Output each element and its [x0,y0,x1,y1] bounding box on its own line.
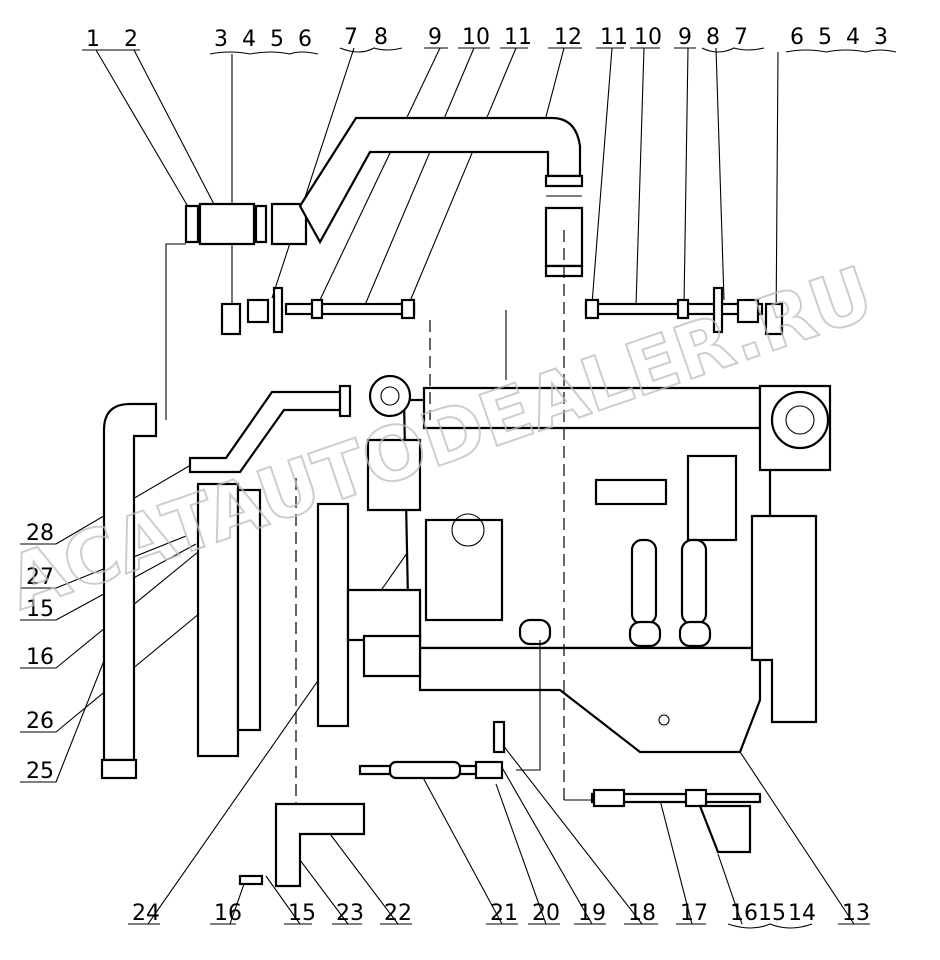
callout-8: 8 [374,25,388,50]
callout-18: 18 [628,901,656,926]
callout-10: 10 [462,25,490,50]
leader-lines [55,47,855,925]
callout-7: 7 [344,25,358,50]
callout-6: 6 [790,25,804,50]
callout-13: 13 [842,901,870,926]
callout-15: 15 [26,597,54,622]
callout-7: 7 [734,25,748,50]
callout-12: 12 [554,25,582,50]
callout-27: 27 [26,565,54,590]
callout-8: 8 [706,25,720,50]
pipe-assembly-right [584,286,784,336]
coolant-pipe [100,384,352,780]
callout-11: 11 [504,25,532,50]
callout-25: 25 [26,759,54,784]
callout-6: 6 [298,27,312,52]
callout-22: 22 [384,901,412,926]
callout-20: 20 [532,901,560,926]
callout-9: 9 [678,25,692,50]
callouts-top-left: 1 2 3 4 5 6 7 8 9 10 11 [86,25,532,52]
callout-5: 5 [818,25,832,50]
callout-16: 16 [730,901,758,926]
callout-14: 14 [788,901,816,926]
callout-5: 5 [270,27,284,52]
callouts-top-right: 12 11 10 9 8 7 6 5 4 3 [554,25,888,50]
callouts-bottom: 24 16 15 23 22 21 20 19 18 17 16 15 14 1… [132,901,870,926]
engine-block [346,374,832,754]
callout-1: 1 [86,27,100,52]
lower-components [238,720,762,888]
callout-2: 2 [124,27,138,52]
callout-11: 11 [600,25,628,50]
callout-3: 3 [214,27,228,52]
callout-9: 9 [428,25,442,50]
callout-21: 21 [490,901,518,926]
callouts-left: 28 27 15 16 26 25 [26,521,54,784]
callout-16: 16 [26,645,54,670]
callout-4: 4 [242,27,256,52]
callout-4: 4 [846,25,860,50]
callout-3: 3 [874,25,888,50]
callout-15: 15 [758,901,786,926]
radiator [196,482,350,758]
callout-19: 19 [578,901,606,926]
callout-10: 10 [634,25,662,50]
pipe-assembly-left [220,286,416,336]
callout-26: 26 [26,709,54,734]
intake-pipe [184,116,584,278]
callout-17: 17 [680,901,708,926]
callout-28: 28 [26,521,54,546]
callout-16: 16 [214,901,242,926]
